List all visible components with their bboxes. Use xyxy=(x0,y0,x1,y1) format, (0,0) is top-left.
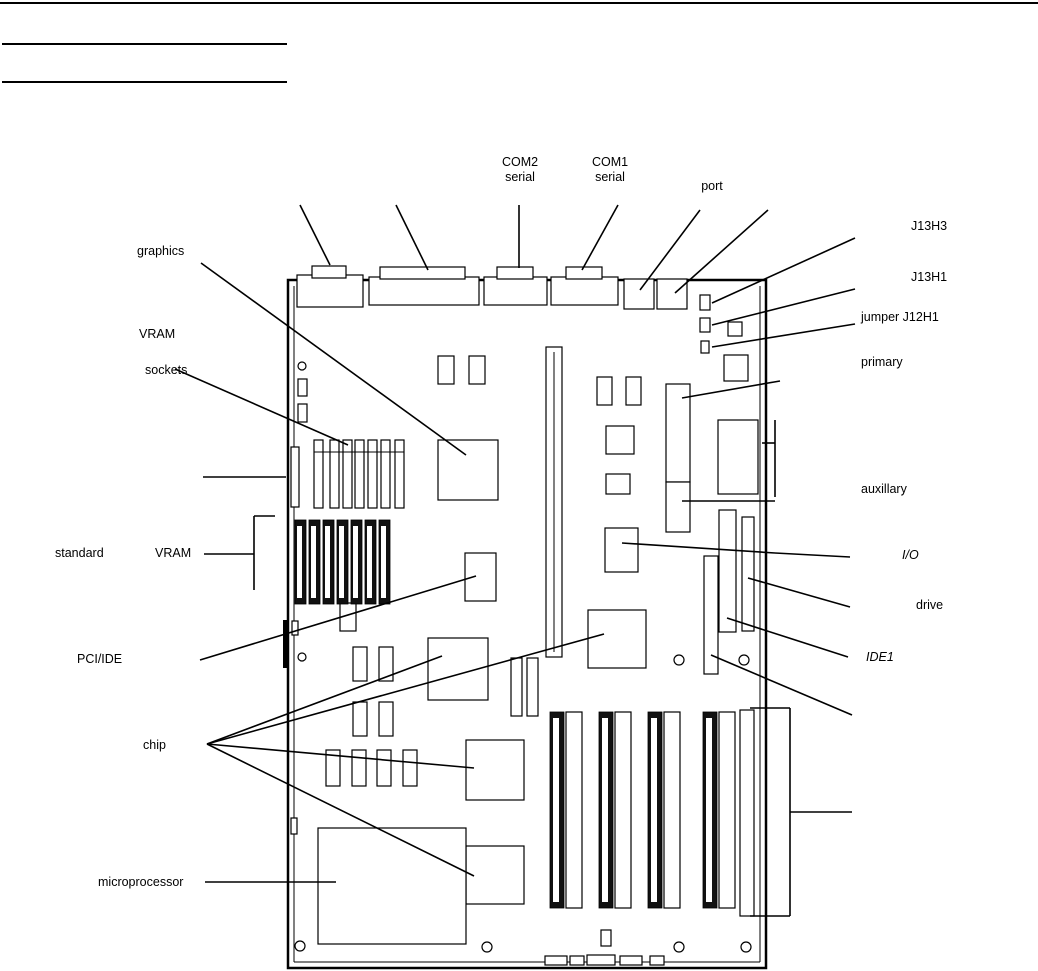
label-ide1: IDE1 xyxy=(866,650,894,664)
graphics-area xyxy=(294,439,499,605)
label-com2: COM2 xyxy=(501,155,539,169)
label-auxiliary: auxillary xyxy=(861,482,907,496)
pci-slot xyxy=(545,346,563,658)
label-com1-serial: serial xyxy=(595,170,625,184)
label-com2-serial: serial xyxy=(505,170,535,184)
label-com1: COM1 xyxy=(591,155,629,169)
label-primary: primary xyxy=(861,355,903,369)
rear-connectors xyxy=(296,265,688,310)
jumpers xyxy=(699,294,749,382)
label-io: I/O xyxy=(902,548,919,562)
label-pci-ide: PCI/IDE xyxy=(77,652,123,666)
memory-sockets xyxy=(549,709,755,917)
label-port: port xyxy=(701,179,723,193)
label-sockets: sockets xyxy=(145,363,188,377)
label-chip: chip xyxy=(143,738,166,752)
label-drive: drive xyxy=(916,598,944,612)
label-graphics: graphics xyxy=(137,244,185,258)
ide-headers xyxy=(665,383,759,675)
label-microprocessor: microprocessor xyxy=(98,875,184,889)
label-vram-standard: VRAM xyxy=(155,546,192,560)
small-components xyxy=(283,355,752,966)
label-j13h3: J13H3 xyxy=(911,219,948,233)
label-j13h1: J13H1 xyxy=(911,270,948,284)
label-jumper-j12h1: jumper J12H1 xyxy=(861,310,939,324)
label-vram-top: VRAM xyxy=(139,327,176,341)
label-standard: standard xyxy=(55,546,104,560)
callout-lines xyxy=(174,204,856,917)
header-rules xyxy=(0,2,1038,83)
chipset xyxy=(317,609,647,945)
